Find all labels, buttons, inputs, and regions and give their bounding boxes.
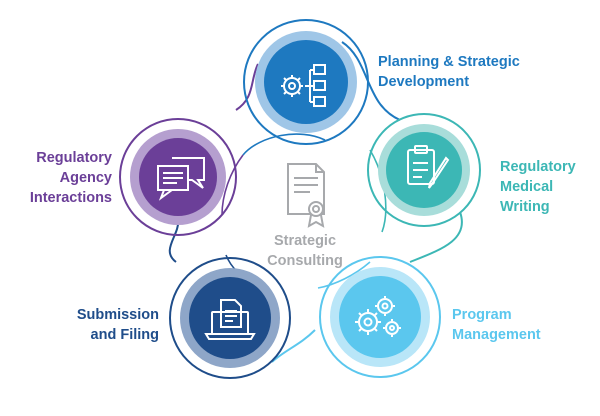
node-planning bbox=[243, 19, 369, 145]
laptop-document-icon bbox=[204, 299, 256, 340]
inner-arc-program bbox=[317, 261, 371, 289]
inner-arc-planning bbox=[242, 133, 326, 156]
node-writing bbox=[367, 113, 481, 227]
label-planning-line1: Planning & Strategic bbox=[378, 54, 520, 70]
label-submission-line2: and Filing bbox=[90, 327, 159, 343]
label-writing-line1: Regulatory bbox=[500, 159, 576, 175]
center-label-line1: Strategic bbox=[273, 233, 337, 249]
gears-icon bbox=[355, 296, 401, 337]
label-planning-line2: Development bbox=[378, 74, 470, 90]
clipboard-pen-icon bbox=[407, 145, 450, 189]
node-program bbox=[319, 256, 441, 378]
label-program-line1: Program bbox=[452, 307, 512, 323]
arc-submission-agency bbox=[168, 219, 180, 263]
center-label: Strategic Consulting bbox=[245, 231, 365, 271]
label-agency-line1: Regulatory bbox=[36, 150, 112, 166]
label-writing: Regulatory Medical Writing bbox=[500, 157, 576, 217]
center-label-line2: Consulting bbox=[267, 253, 343, 269]
label-planning: Planning & Strategic Development bbox=[378, 52, 520, 92]
arc-writing-program bbox=[409, 211, 463, 263]
connector-arcs bbox=[168, 41, 463, 363]
label-program: Program Management bbox=[452, 305, 541, 345]
label-agency-line3: Interactions bbox=[29, 190, 112, 206]
arc-program-submission bbox=[271, 329, 316, 363]
certificate-icon bbox=[287, 163, 325, 228]
label-program-line2: Management bbox=[452, 327, 541, 343]
label-writing-line3: Writing bbox=[500, 199, 550, 215]
node-agency bbox=[119, 118, 237, 236]
arc-agency-planning bbox=[235, 63, 259, 111]
inner-arc-agency bbox=[221, 154, 244, 216]
label-writing-line2: Medical bbox=[500, 179, 554, 195]
label-submission-line1: Submission bbox=[76, 307, 159, 323]
chat-bubbles-icon bbox=[157, 157, 205, 201]
node-submission bbox=[169, 257, 291, 379]
label-agency: Regulatory Agency Interactions bbox=[14, 148, 112, 208]
gear-flowchart-icon bbox=[281, 64, 326, 107]
label-agency-line2: Agency bbox=[59, 170, 112, 186]
label-submission: Submission and Filing bbox=[60, 305, 159, 345]
